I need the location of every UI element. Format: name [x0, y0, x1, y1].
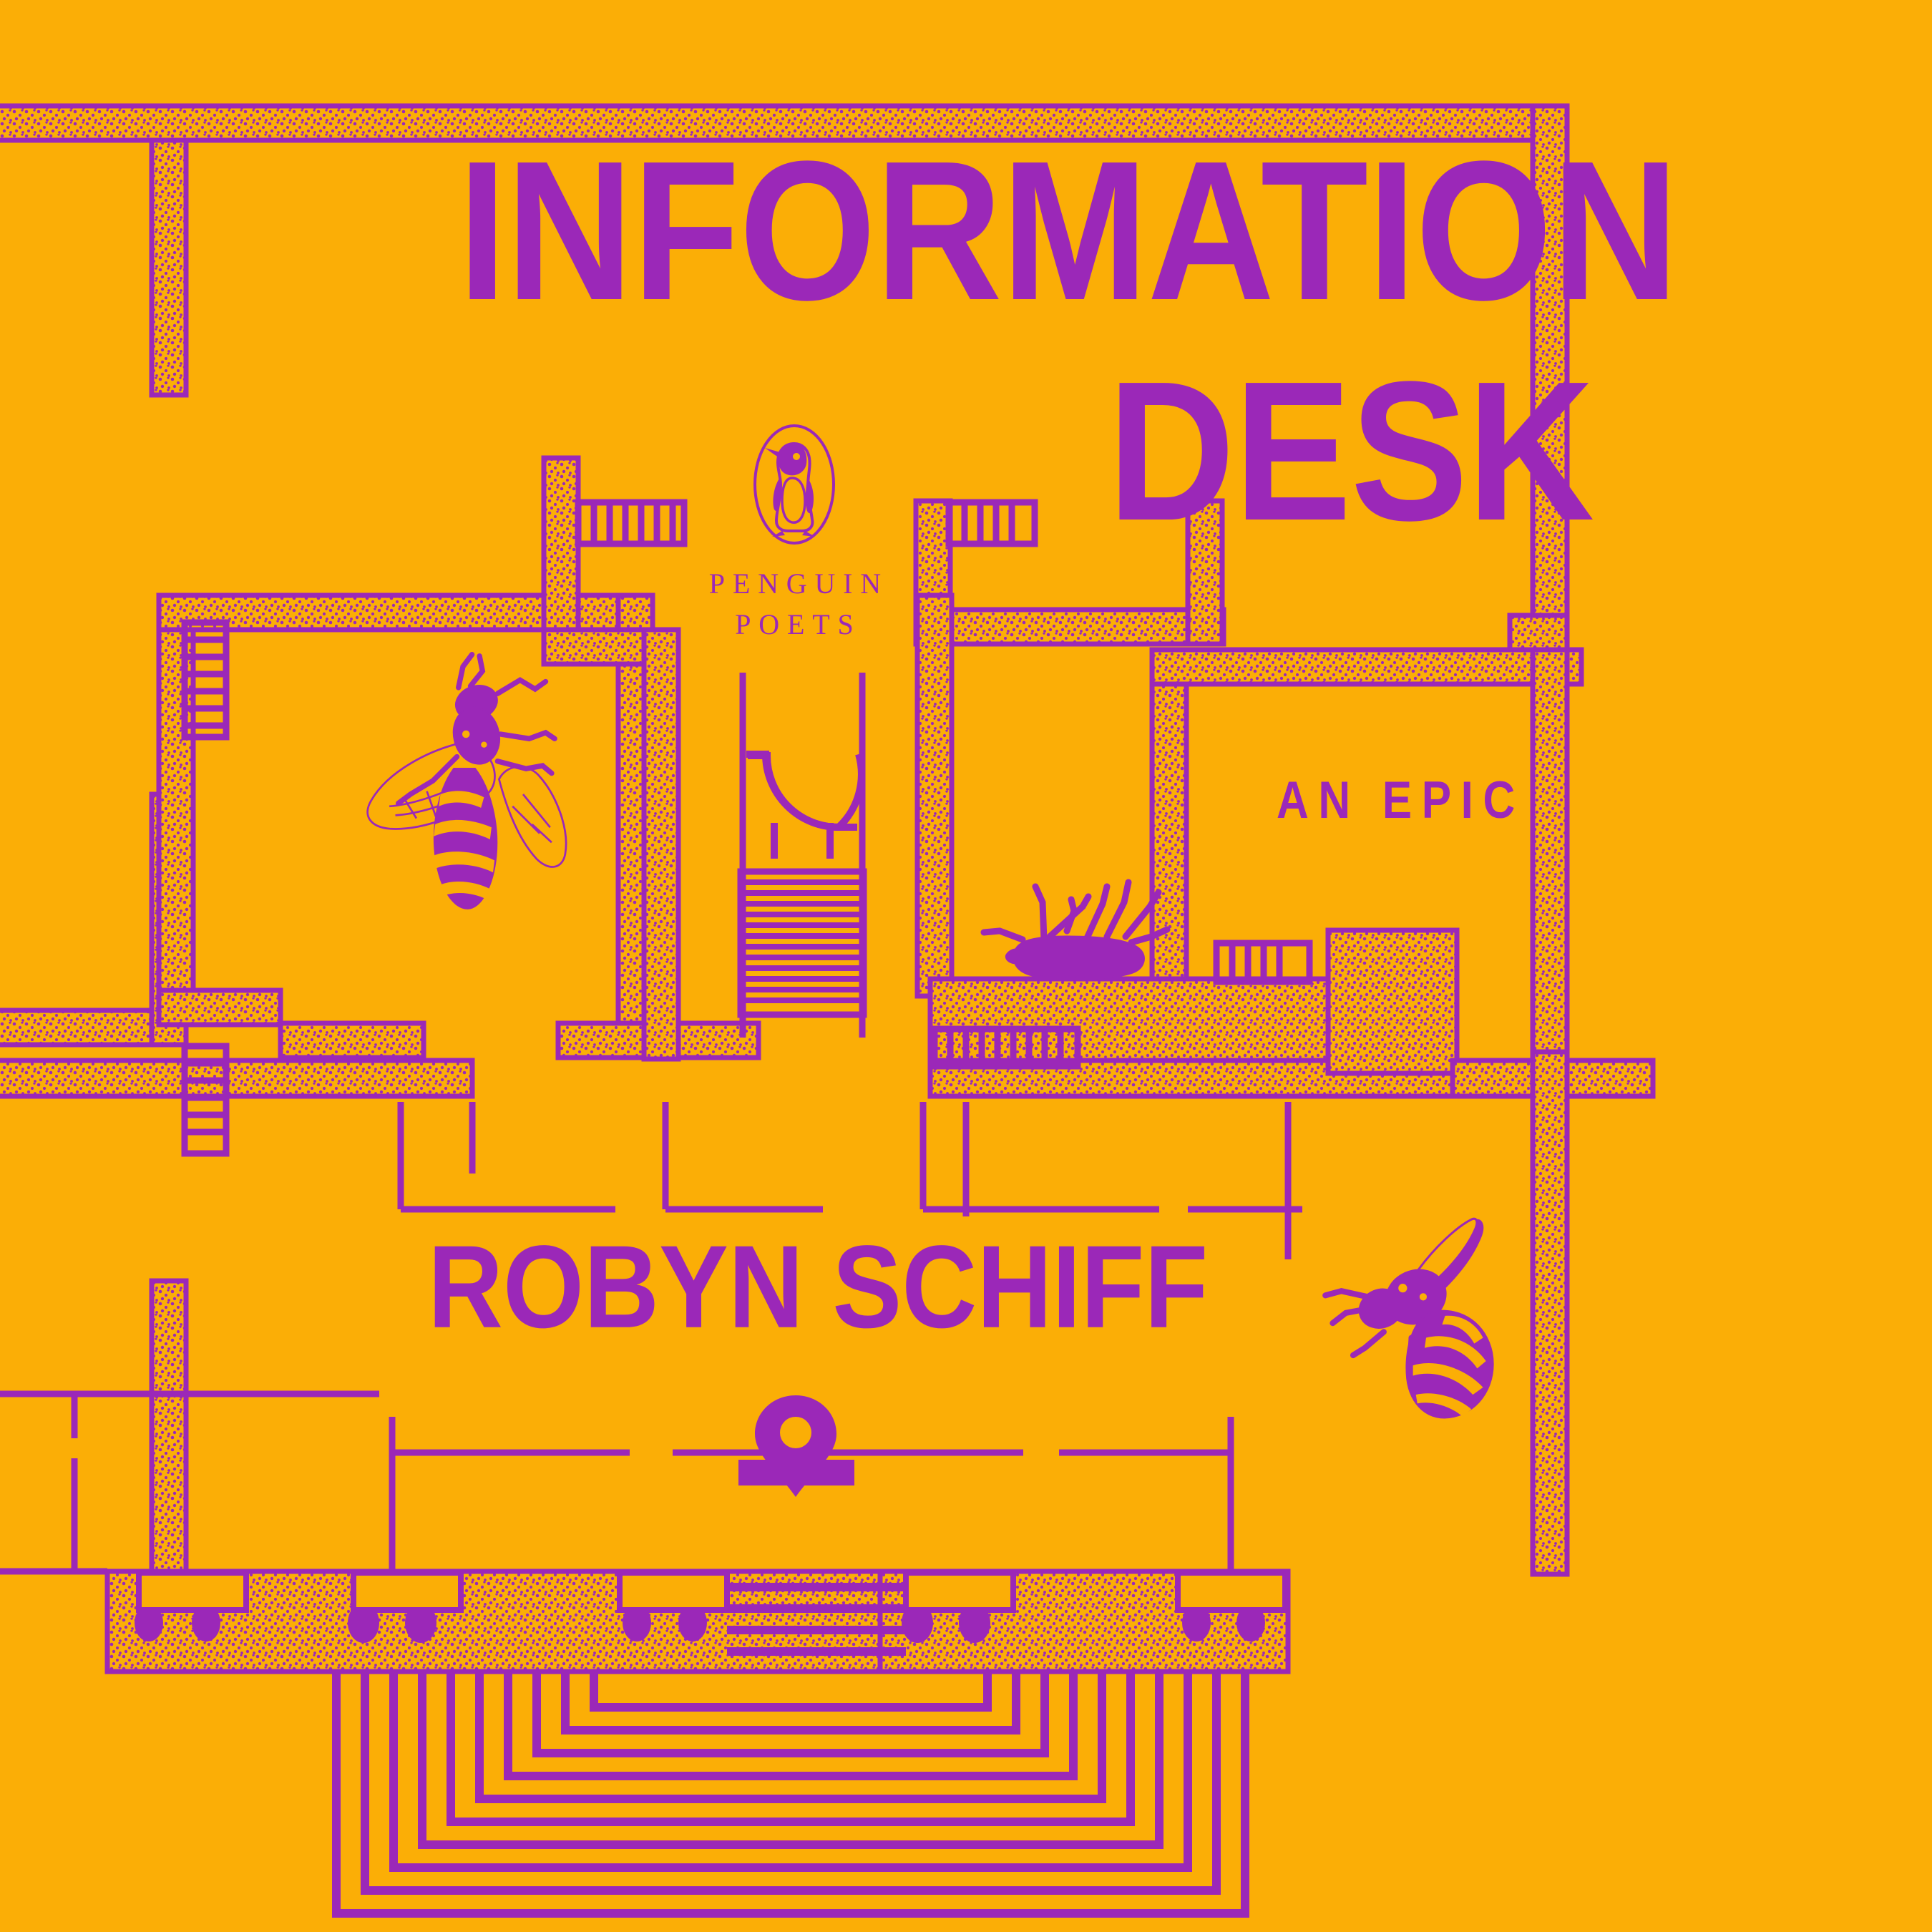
penguin-poets-imprint: PENGUIN POETS: [701, 416, 887, 645]
partition-lines: [0, 673, 1302, 1575]
subtitle-an-epic: AN EPIC: [1277, 771, 1525, 830]
structural-walls: [0, 103, 1656, 1674]
imprint-line-penguin: PENGUIN: [708, 567, 889, 600]
title-line-information: INFORMATION: [458, 119, 1679, 342]
semicircular-apse: [746, 751, 865, 859]
desk-counter: [738, 1460, 854, 1485]
imprint-line-poets: POETS: [735, 608, 862, 640]
author-name: ROBYN SCHIFF: [428, 1221, 1209, 1353]
stair-treads: [181, 499, 1313, 1157]
entrance-rails: [727, 1583, 906, 1656]
penguin-logo: [753, 424, 835, 545]
title-line-desk: DESK: [1108, 340, 1594, 562]
nested-entrance-steps: [332, 1672, 1249, 1918]
striped-gallery-block: [737, 868, 867, 1018]
plinth-openings: [136, 1570, 1288, 1613]
